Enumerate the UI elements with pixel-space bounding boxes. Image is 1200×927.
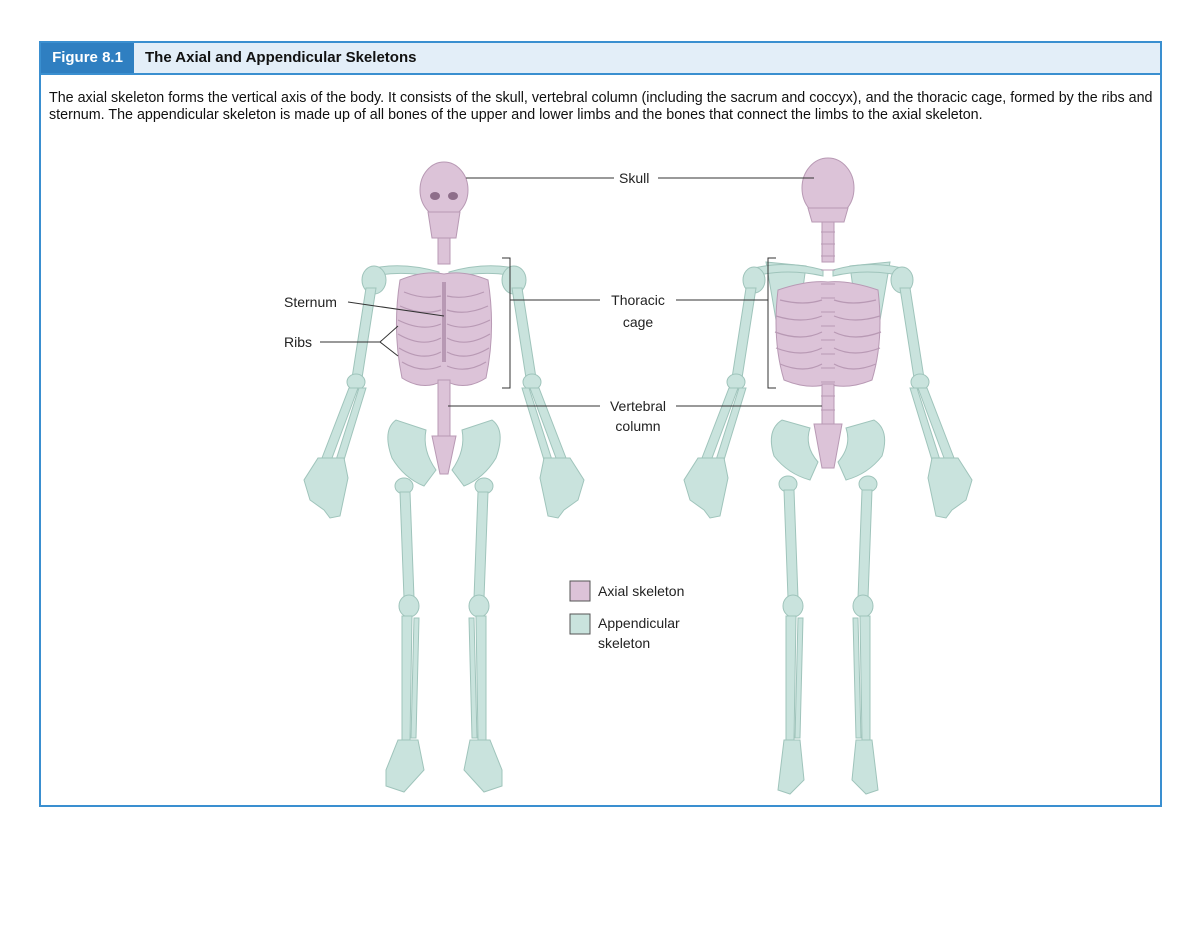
- thoracic-bracket-front: [502, 257, 511, 389]
- posterior-rib-lines: [774, 299, 882, 370]
- thoracic-bracket-back: [767, 257, 776, 389]
- figure-title: The Axial and Appendicular Skeletons: [145, 49, 417, 66]
- legend-label-axial: Axial skeleton: [598, 583, 684, 599]
- anterior-eye-sockets: [430, 192, 458, 200]
- anterior-rib-lines: [397, 282, 491, 370]
- legend-swatch-appendicular: [569, 613, 591, 635]
- anterior-skeleton: [303, 161, 585, 793]
- legend-label-appendicular-line1: Appendicular: [598, 615, 680, 631]
- legend: Axial skeleton Appendicular skeleton: [569, 580, 684, 651]
- label-skull: Skull: [619, 170, 649, 186]
- label-vertebral-line1: Vertebral: [610, 398, 666, 414]
- legend-label-appendicular-line2: skeleton: [598, 635, 650, 651]
- figure-panel: Figure 8.1 The Axial and Appendicular Sk…: [39, 41, 1162, 807]
- posterior-vertebrae: [821, 231, 835, 411]
- label-vertebral-line2: column: [615, 418, 660, 434]
- ribs-leader-fork: [379, 325, 399, 357]
- leader-lines: [320, 177, 822, 407]
- figure-number: Figure 8.1: [41, 43, 134, 73]
- legend-swatch-axial: [569, 580, 591, 602]
- posterior-skeleton: [683, 157, 973, 795]
- label-ribs: Ribs: [284, 334, 312, 350]
- label-thoracic-line2: cage: [623, 314, 654, 330]
- figure-header: Figure 8.1 The Axial and Appendicular Sk…: [41, 43, 1160, 75]
- label-sternum: Sternum: [284, 294, 337, 310]
- sternum-leader: [347, 301, 445, 317]
- posterior-axial-bones: [775, 157, 881, 469]
- figure-caption: The axial skeleton forms the vertical ax…: [49, 90, 1153, 123]
- label-thoracic-line1: Thoracic: [611, 292, 665, 308]
- anterior-appendicular-bones: [303, 265, 585, 793]
